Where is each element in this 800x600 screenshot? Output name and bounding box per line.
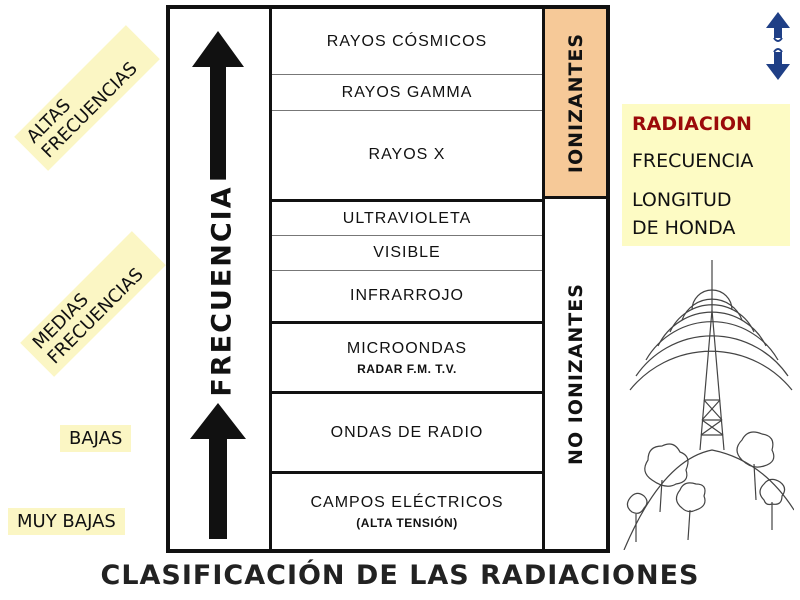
band-label: RAYOS GAMMA xyxy=(342,84,473,102)
radiation-table: FRECUENCIA RAYOS CÓSMICOS RAYOS GAMMA RA… xyxy=(166,5,610,553)
radio-tower-illustration xyxy=(622,250,794,550)
band-sublabel: (ALTA TENSIÓN) xyxy=(356,516,457,530)
band-label: RAYOS X xyxy=(369,146,446,164)
label-medias-frecuencias: MEDIAS FRECUENCIAS xyxy=(20,231,166,377)
ionizing-label: IONIZANTES xyxy=(565,32,587,172)
band-label: RAYOS CÓSMICOS xyxy=(327,33,487,51)
non-ionizing-cell: NO IONIZANTES xyxy=(545,199,606,549)
band-rayos-cosmicos: RAYOS CÓSMICOS xyxy=(272,9,542,75)
band-ultravioleta: ULTRAVIOLETA xyxy=(272,202,542,236)
info-de-honda: DE HONDA xyxy=(632,217,735,239)
frequency-arrow-column: FRECUENCIA xyxy=(170,9,272,549)
band-label: MICROONDAS xyxy=(347,340,467,358)
band-label: CAMPOS ELÉCTRICOS xyxy=(310,494,503,512)
band-infrarrojo: INFRARROJO xyxy=(272,271,542,324)
non-ionizing-label: NO IONIZANTES xyxy=(565,283,587,465)
axis-label-frecuencia: FRECUENCIA xyxy=(207,179,238,402)
ionizing-cell: IONIZANTES xyxy=(545,9,606,199)
classification-column: IONIZANTES NO IONIZANTES xyxy=(542,9,606,549)
band-label: ONDAS DE RADIO xyxy=(331,424,484,442)
band-campos-electricos: CAMPOS ELÉCTRICOS (ALTA TENSIÓN) xyxy=(272,474,542,549)
diagram-title: CLASIFICACIÓN DE LAS RADIACIONES xyxy=(0,560,800,591)
band-microondas: MICROONDAS RADAR F.M. T.V. xyxy=(272,324,542,394)
band-label: ULTRAVIOLETA xyxy=(343,210,471,228)
info-radiacion: RADIACION xyxy=(632,113,752,135)
label-altas-frecuencias: ALTAS FRECUENCIAS xyxy=(14,25,160,171)
band-visible: VISIBLE xyxy=(272,236,542,271)
band-label: VISIBLE xyxy=(373,244,440,262)
band-sublabel: RADAR F.M. T.V. xyxy=(357,362,457,376)
band-rayos-x: RAYOS X xyxy=(272,111,542,202)
band-ondas-de-radio: ONDAS DE RADIO xyxy=(272,394,542,474)
band-rayos-gamma: RAYOS GAMMA xyxy=(272,75,542,111)
up-down-arrows-icon xyxy=(760,8,796,84)
radiation-bands: RAYOS CÓSMICOS RAYOS GAMMA RAYOS X ULTRA… xyxy=(272,9,542,549)
info-longitud: LONGITUD xyxy=(632,189,732,211)
label-muy-bajas: MUY BAJAS xyxy=(8,508,125,535)
radiation-info-box: RADIACION FRECUENCIA LONGITUD DE HONDA xyxy=(622,104,790,246)
band-label: INFRARROJO xyxy=(350,287,464,305)
label-bajas: BAJAS xyxy=(60,425,131,452)
info-frecuencia: FRECUENCIA xyxy=(632,150,753,172)
